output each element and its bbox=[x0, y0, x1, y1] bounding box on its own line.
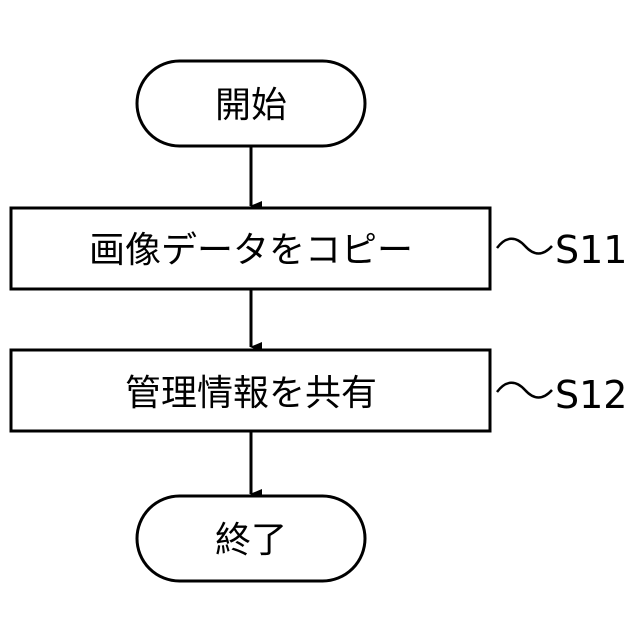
process-step-s12: 管理情報を共有 bbox=[11, 350, 490, 431]
start-label: 開始 bbox=[215, 85, 287, 126]
leader-line-s12 bbox=[497, 383, 552, 398]
step-s12-label: 管理情報を共有 bbox=[125, 373, 377, 414]
step-s12-id: S12 bbox=[555, 373, 627, 417]
leader-line-s11 bbox=[497, 239, 552, 254]
step-s11-id: S11 bbox=[555, 228, 627, 272]
end-terminal: 終了 bbox=[137, 496, 365, 581]
process-step-s11: 画像データをコピー bbox=[11, 208, 490, 289]
step-s11-label: 画像データをコピー bbox=[89, 230, 413, 271]
end-label: 終了 bbox=[215, 520, 287, 561]
start-terminal: 開始 bbox=[137, 61, 365, 146]
